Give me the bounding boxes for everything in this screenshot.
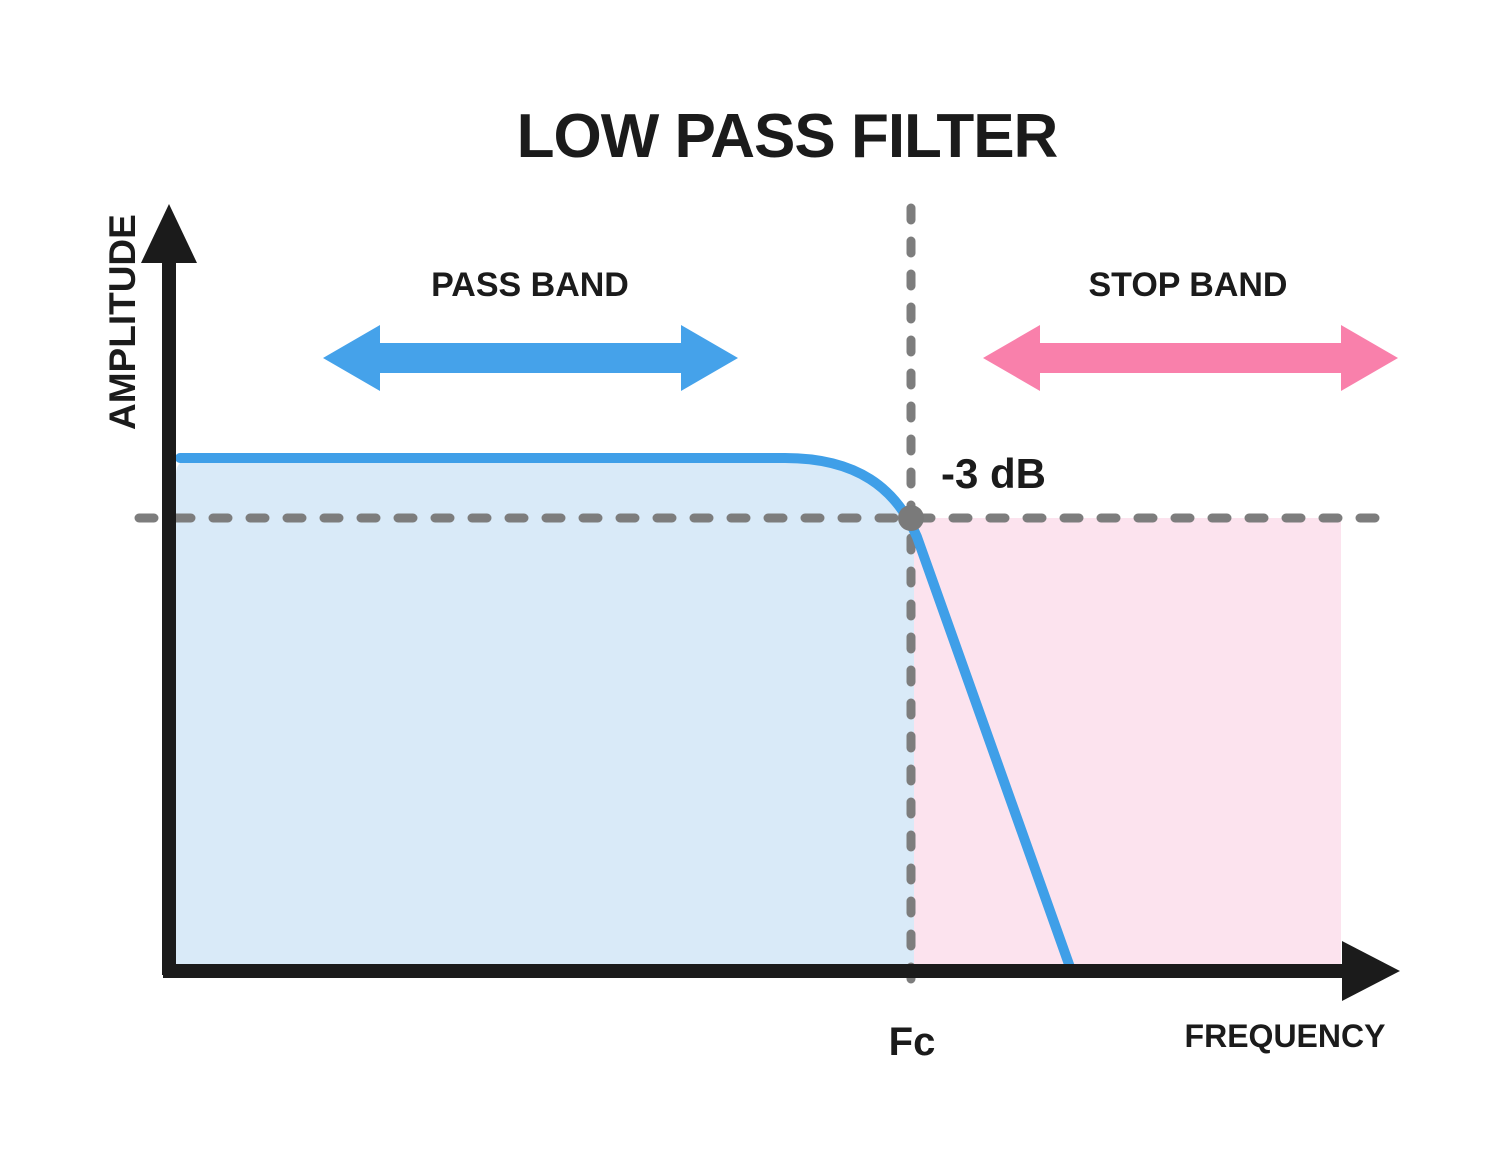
page-title: LOW PASS FILTER [517,102,1058,171]
x-axis-label: FREQUENCY [1185,1018,1386,1054]
minus-3db-label: -3 dB [941,450,1046,497]
pass-band-label: PASS BAND [431,266,629,304]
y-axis-arrowhead-icon [141,204,197,263]
stop-band-region [914,518,1341,968]
cutoff-frequency-label: Fc [889,1020,936,1064]
stop-band-arrow-icon [983,325,1398,391]
stop-band-label: STOP BAND [1088,266,1287,304]
y-axis-label: AMPLITUDE [102,214,143,430]
pass-band-arrow-icon [323,325,738,391]
x-axis-arrowhead-icon [1342,941,1400,1001]
pass-band-region [176,459,914,968]
cutoff-point-dot [898,505,924,531]
